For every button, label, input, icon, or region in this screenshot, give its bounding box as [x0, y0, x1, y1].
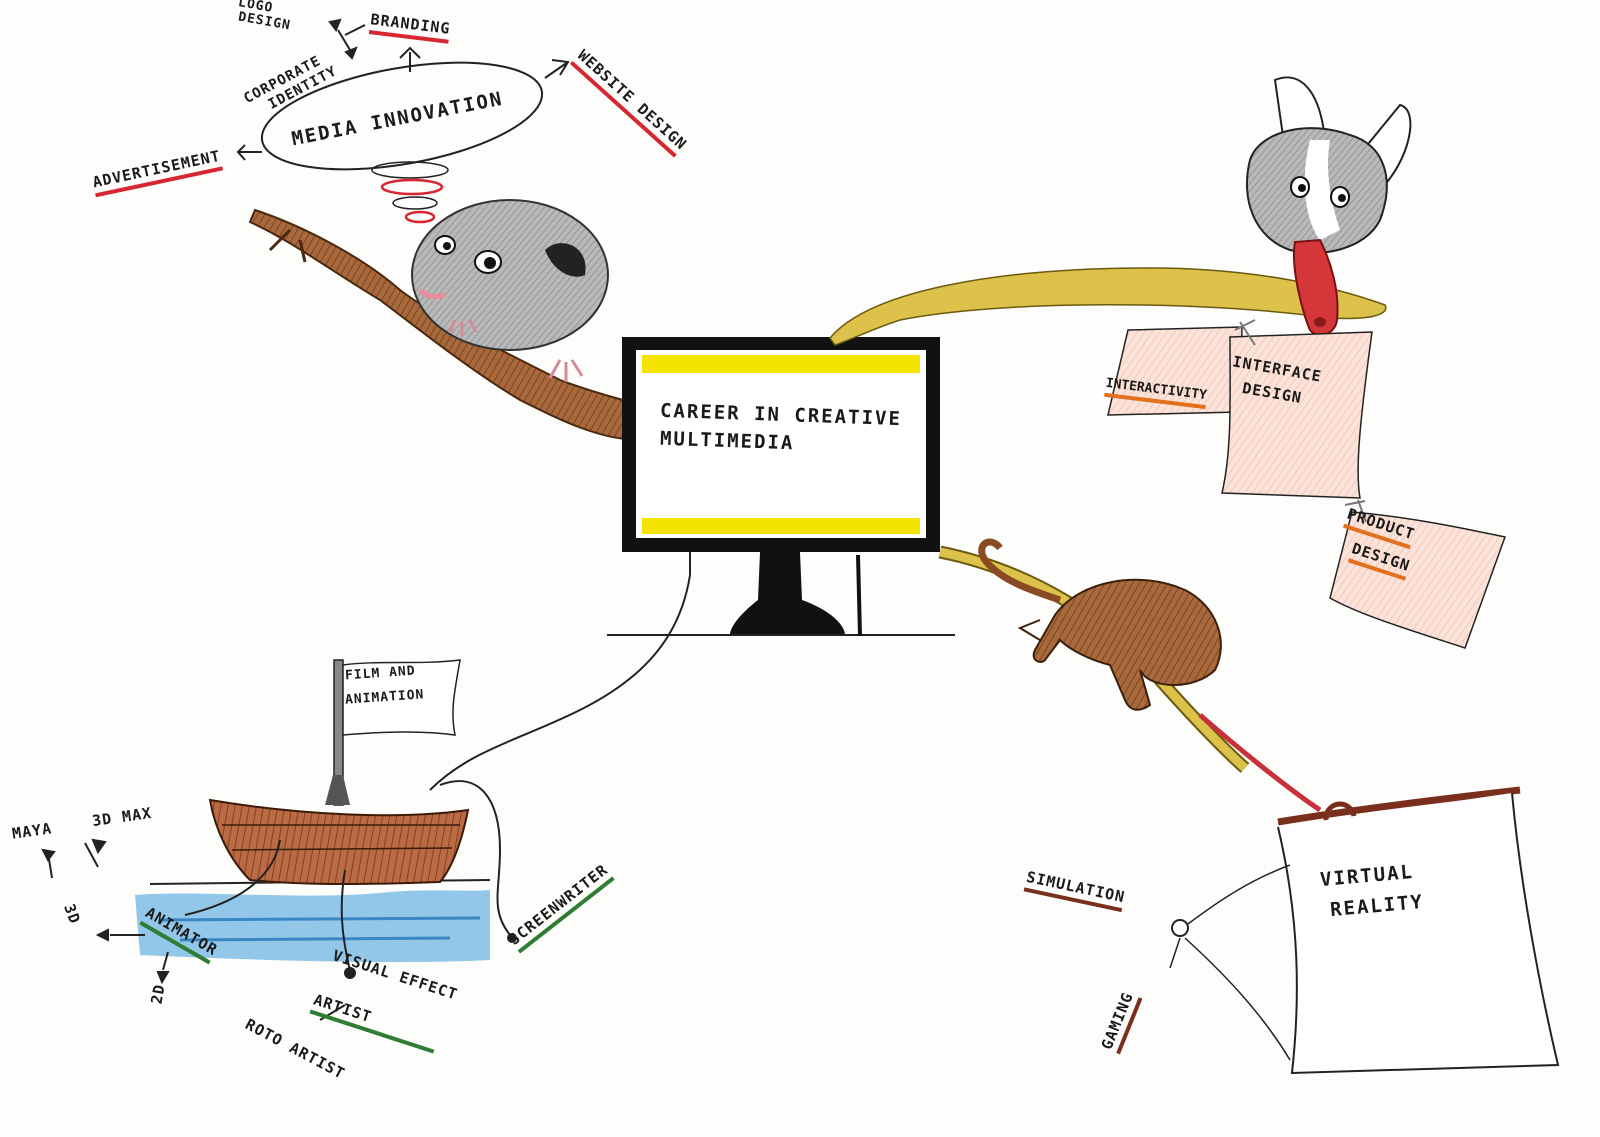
connector-cables — [41, 574, 691, 1021]
thought-swirls — [371, 161, 449, 224]
2d-label: 2D — [147, 982, 169, 1006]
hamster-drawing — [411, 199, 609, 382]
media-connectors — [236, 18, 570, 161]
red-string — [1198, 713, 1322, 813]
monitor-drawing — [607, 337, 955, 637]
monkey-drawing — [978, 538, 1222, 711]
sticky-notes — [1107, 319, 1507, 649]
center-title-line2: MULTIMEDIA — [659, 427, 795, 455]
dog-drawing — [1245, 76, 1412, 337]
vr-board — [1169, 786, 1560, 1075]
boat-drawing — [135, 659, 491, 963]
media-innovation-bubble — [260, 61, 544, 171]
